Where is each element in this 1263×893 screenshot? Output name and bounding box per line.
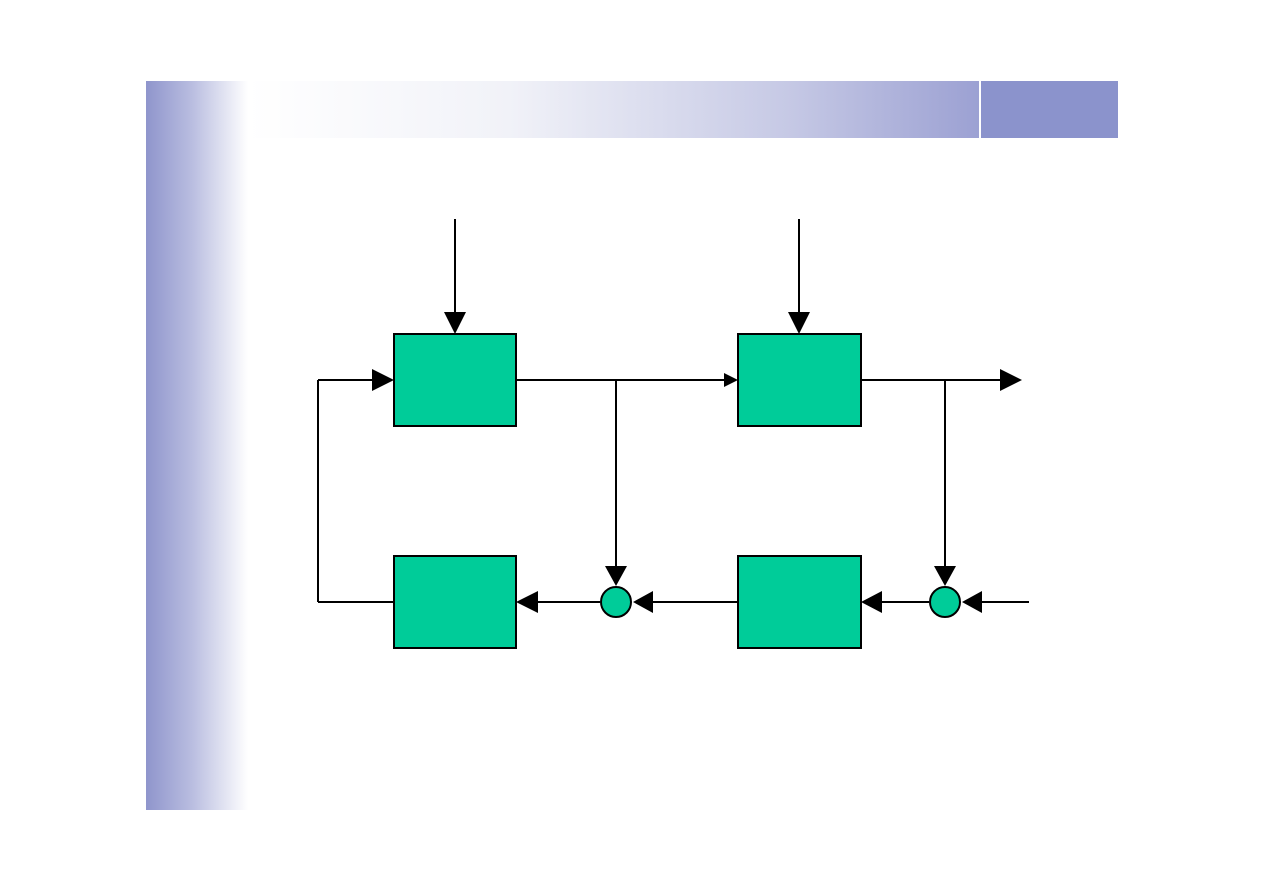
block-bottom-left — [393, 555, 517, 649]
top-band-end-block — [981, 81, 1118, 138]
arrowhead-junction1-right — [633, 591, 653, 613]
side-gradient-band — [146, 81, 248, 810]
top-gradient-band — [248, 81, 1118, 138]
arrowhead-input-2 — [788, 312, 810, 334]
arrowhead-input-1 — [444, 312, 466, 334]
block-top-right — [737, 333, 862, 427]
summing-junction-1 — [600, 586, 632, 618]
arrowhead-block2-in — [724, 373, 738, 387]
summing-junction-2 — [929, 586, 961, 618]
arrowhead-block1-in — [372, 369, 394, 391]
block-top-left — [393, 333, 517, 427]
arrowhead-junction1-top — [605, 566, 627, 586]
arrowhead-output — [1000, 369, 1022, 391]
arrowhead-block3-in — [516, 591, 538, 613]
arrowhead-block4-in — [861, 591, 882, 613]
block-bottom-right — [737, 555, 862, 649]
arrowhead-junction2-top — [934, 566, 956, 586]
top-band-divider — [979, 81, 981, 138]
arrowhead-junction2-right — [962, 591, 982, 613]
